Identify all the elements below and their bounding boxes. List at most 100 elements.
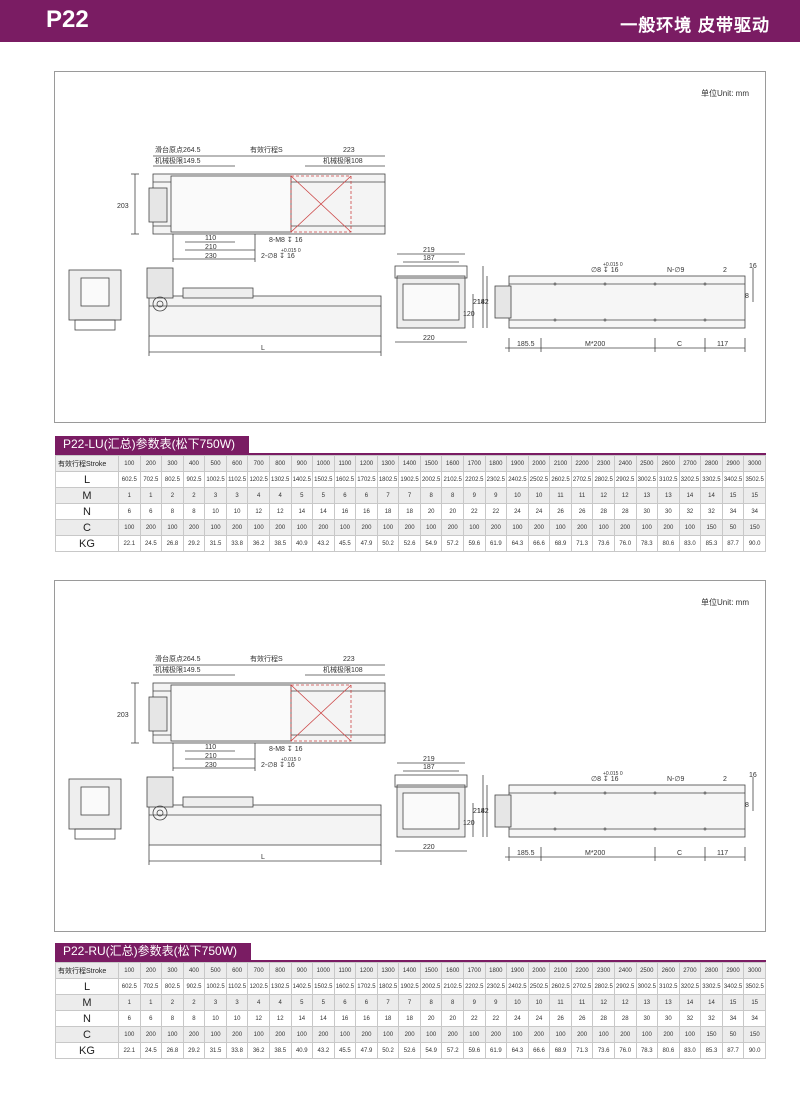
table-cell: 1700 (463, 455, 486, 472)
table-cell: 18 (376, 503, 400, 520)
table-cell: 2902.5 (613, 978, 637, 995)
table-cell: 1 (118, 487, 141, 504)
dim-origin: 滑台原点264.5 (155, 654, 201, 663)
table-cell: 200 (613, 1026, 637, 1043)
table-cell: 90.0 (743, 535, 766, 552)
table-cell: 76.0 (613, 1042, 637, 1059)
table-cell: 100 (549, 1026, 572, 1043)
table-cell: 10 (527, 487, 551, 504)
table-cell: 2302.5 (484, 471, 508, 488)
table-cell: 2700 (678, 962, 702, 979)
bottom-len3: C (677, 341, 682, 348)
table-cell: 85.3 (700, 535, 723, 552)
table-cell: 1 (139, 994, 163, 1011)
table-cell: 24 (527, 1010, 551, 1027)
table-cell: 2200 (570, 455, 594, 472)
table-cell: 500 (204, 455, 227, 472)
table-cell: 59.6 (463, 535, 486, 552)
row-label: KG (55, 535, 119, 552)
table-cell: 66.6 (527, 535, 551, 552)
table-cell: 2300 (592, 455, 615, 472)
row-label: KG (55, 1042, 119, 1059)
bottom-len2: M*200 (585, 850, 605, 857)
table-cell: 22 (484, 1010, 508, 1027)
table-cell: 1400 (398, 962, 421, 979)
table-cell: 71.3 (570, 1042, 594, 1059)
table-cell: 7 (376, 487, 400, 504)
table-cell: 34 (743, 503, 766, 520)
bottom-len2: M*200 (585, 341, 605, 348)
table-cell: 1800 (484, 455, 508, 472)
table-cell: 54.9 (419, 535, 443, 552)
table-cell: 1002.5 (204, 978, 227, 995)
table-cell: 100 (118, 1026, 141, 1043)
table-cell: 8 (441, 994, 464, 1011)
table-cell: 61.9 (484, 1042, 508, 1059)
table-cell: 8 (161, 503, 184, 520)
table-cell: 16 (355, 503, 378, 520)
table-cell: 100 (376, 1026, 400, 1043)
table-cell: 3202.5 (678, 471, 702, 488)
table-cell: 6 (355, 487, 378, 504)
table-cell: 200 (268, 1026, 292, 1043)
table-cell: 33.8 (225, 535, 249, 552)
table-cell: 2 (182, 994, 206, 1011)
table-cell: 45.5 (333, 535, 357, 552)
table-cell: 2600 (657, 455, 680, 472)
table-cell: 14 (312, 503, 335, 520)
table-cell: 2702.5 (570, 471, 594, 488)
table-cell: 9 (484, 487, 508, 504)
table-cell: 200 (484, 1026, 508, 1043)
table-cell: 34 (721, 1010, 745, 1027)
table-cell: 12 (613, 994, 637, 1011)
table-cell: 8 (182, 503, 206, 520)
table-cell: 6 (118, 1010, 141, 1027)
table-cell: 66.6 (527, 1042, 551, 1059)
table-cell: 6 (333, 994, 357, 1011)
bottom-pin-note: ∅8 ↧ 16 (591, 776, 619, 783)
table-cell: 200 (570, 519, 594, 536)
table-cell: 18 (376, 1010, 400, 1027)
bottom-d4: 182 (477, 299, 489, 306)
table-cell: 76.0 (613, 535, 637, 552)
table-cell: 22 (484, 503, 508, 520)
table-cell: 1502.5 (312, 471, 335, 488)
table-cell: 2502.5 (527, 978, 551, 995)
table-cell: 100 (592, 519, 615, 536)
table-cell: 3402.5 (721, 471, 745, 488)
table-cell: 78.3 (635, 1042, 659, 1059)
table-cell: 200 (139, 1026, 163, 1043)
table-cell: 20 (441, 503, 464, 520)
table-cell: 1902.5 (398, 471, 421, 488)
table-cell: 11 (570, 487, 594, 504)
table-cell: 3402.5 (721, 978, 745, 995)
table-cell: 3 (204, 994, 227, 1011)
bottom-d2: 8 (745, 802, 749, 809)
dim-mech-limit-right: 机械极限108 (323, 665, 363, 674)
table-cell: 68.9 (549, 535, 572, 552)
table-cell: 500 (204, 962, 227, 979)
table-cell: 2000 (527, 455, 551, 472)
table-cell: 1100 (333, 962, 357, 979)
table-cell: 13 (657, 487, 680, 504)
table-cell: 10 (527, 994, 551, 1011)
table-cell: 16 (333, 1010, 357, 1027)
table-cell: 15 (743, 487, 766, 504)
table-cell: 200 (225, 519, 249, 536)
row-label: M (55, 487, 119, 504)
table-cell: 2000 (527, 962, 551, 979)
table-cell: 200 (398, 519, 421, 536)
table-cell: 1402.5 (290, 978, 314, 995)
table-cell: 200 (182, 519, 206, 536)
table-cell: 28 (592, 1010, 615, 1027)
row-label: C (55, 1026, 119, 1043)
table-cell: 3 (204, 487, 227, 504)
table-cell: 24.5 (139, 1042, 163, 1059)
table-cell: 2602.5 (549, 978, 572, 995)
table-cell: 300 (161, 962, 184, 979)
table-cell: 100 (118, 519, 141, 536)
table-cell: 15 (721, 487, 745, 504)
